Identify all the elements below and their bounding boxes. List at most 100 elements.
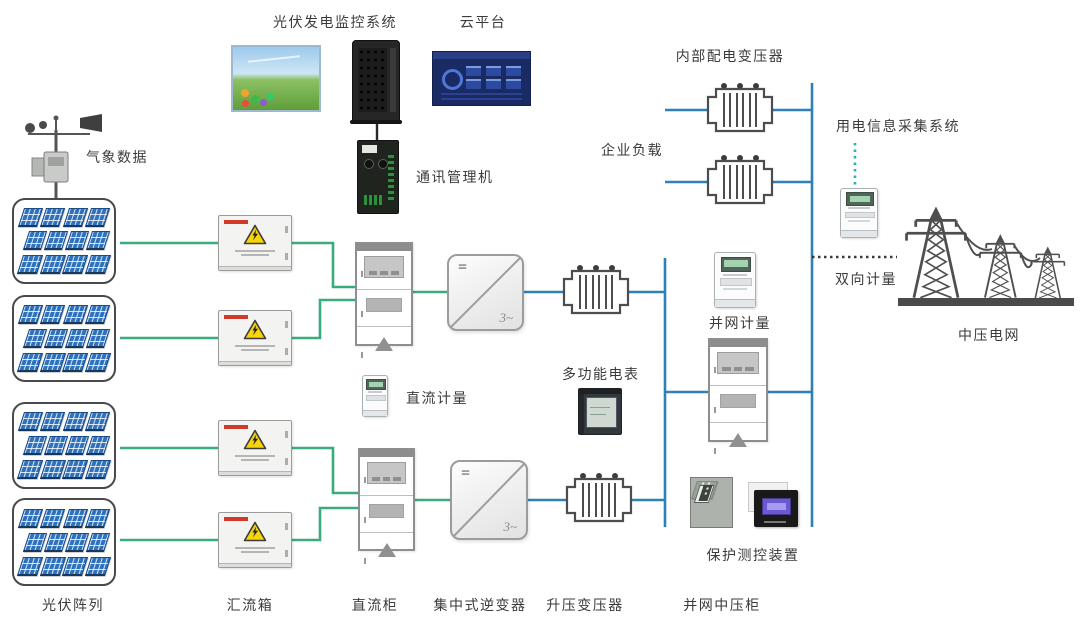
hinge [285,253,288,260]
label-stepup-transformer: 升压变压器 [546,599,624,614]
meter-line [723,273,747,276]
dashboard-card [506,66,521,76]
brand-mark [224,220,248,224]
cabinet-display [366,462,407,484]
meter-line [367,391,383,394]
display-buttons [369,271,399,275]
meter-band [719,278,753,286]
label-pv-array: 光伏阵列 [42,599,104,614]
combiner-box-2 [218,310,292,366]
meter-terminals [841,229,877,237]
spec-text-line [241,551,269,553]
measuring-mark [764,521,786,523]
warning-triangle-icon [243,319,267,340]
dashboard-card [486,79,501,89]
pv-panel [61,352,88,372]
stepup-transformer-symbol-top [562,263,630,315]
pv-panel [85,328,111,348]
handle-dot [364,516,366,523]
pv-array-group-1 [12,198,116,284]
cabinet-panel-section [710,394,766,423]
label-weather-data: 气象数据 [86,151,148,166]
dc-lines [120,241,450,542]
warning-triangle-icon [243,521,267,542]
mv-grid-towers-icon [898,206,1074,306]
weather-station-icon [25,114,102,204]
dashboard-line [441,98,522,100]
server-side-strip [390,48,396,112]
pv-row [22,231,111,251]
label-multifunction-meter: 多功能电表 [562,368,640,383]
cabinet-warning-section [710,433,766,467]
handle-dot [714,448,716,455]
pv-panel [85,532,111,552]
dashboard-topbar [433,52,530,59]
pv-panel [84,352,111,372]
pv-panel [16,459,43,479]
three-phase-symbol: 3~ [503,519,517,534]
brand-mark [224,425,248,429]
pv-row [22,532,111,552]
label-enterprise-load: 企业负载 [601,144,663,159]
combiner-box-4 [218,512,292,568]
warning-triangle [729,433,747,447]
panel-bar [719,394,757,408]
pv-row [17,305,111,325]
server-base [350,120,402,124]
pv-panel [61,254,88,274]
monitor-dot [267,93,274,100]
pv-panel [64,532,90,552]
pv-panel [84,556,111,576]
handle-dot [714,366,716,373]
meter-line [848,219,870,222]
label-grid-mv-cabinet: 并网中压柜 [683,599,761,614]
pv-panel [62,412,88,432]
box-rail [219,471,291,475]
hinge [285,348,288,355]
pv-panel [84,508,111,528]
dc-symbol: = [458,259,468,276]
handle-dot [361,352,363,359]
three-phase-symbol: 3~ [499,310,513,325]
handle-dot [364,557,366,564]
dashboard-line [441,93,522,95]
warning-triangle [375,337,393,351]
pv-panel [43,435,69,455]
spec-text-line [235,455,275,457]
cabinet-panel-section [357,298,411,327]
mf-top-band [579,389,621,394]
pv-panel [43,328,69,348]
dc-metering-meter [362,375,388,417]
cabinet-display [364,256,404,278]
inverter-diagonal [449,256,522,329]
combiner-box-3 [218,420,292,476]
dashboard-card [466,79,481,89]
server-tower [350,40,402,124]
pv-panel [17,508,44,528]
box-rail [219,563,291,567]
comm-port [378,159,388,169]
pv-monitor-screen [231,45,321,112]
dashboard-card [486,66,501,76]
label-internal-dist-transformer: 内部配电变压器 [675,50,785,65]
pv-panel [62,508,88,528]
spec-text-line [235,345,275,347]
measuring-screen [762,498,791,515]
panel-bar [366,298,402,312]
cabinet-warning-section [360,543,413,576]
hinge [285,550,288,557]
brand-mark [224,315,248,319]
box-rail [219,361,291,365]
central-inverter-top: = 3~ [447,254,524,331]
warning-triangle [377,543,396,557]
pv-panel [22,532,48,552]
pv-panel [40,508,66,528]
dc-cabinet-bottom [358,448,415,564]
cabinet-display [717,352,759,374]
pv-row [16,459,111,479]
pv-panel [84,254,111,274]
internal-transformer-symbol-top [706,81,774,133]
pv-panel [39,352,66,372]
warning-triangle-icon [243,429,267,450]
monitor-dot [241,89,249,97]
